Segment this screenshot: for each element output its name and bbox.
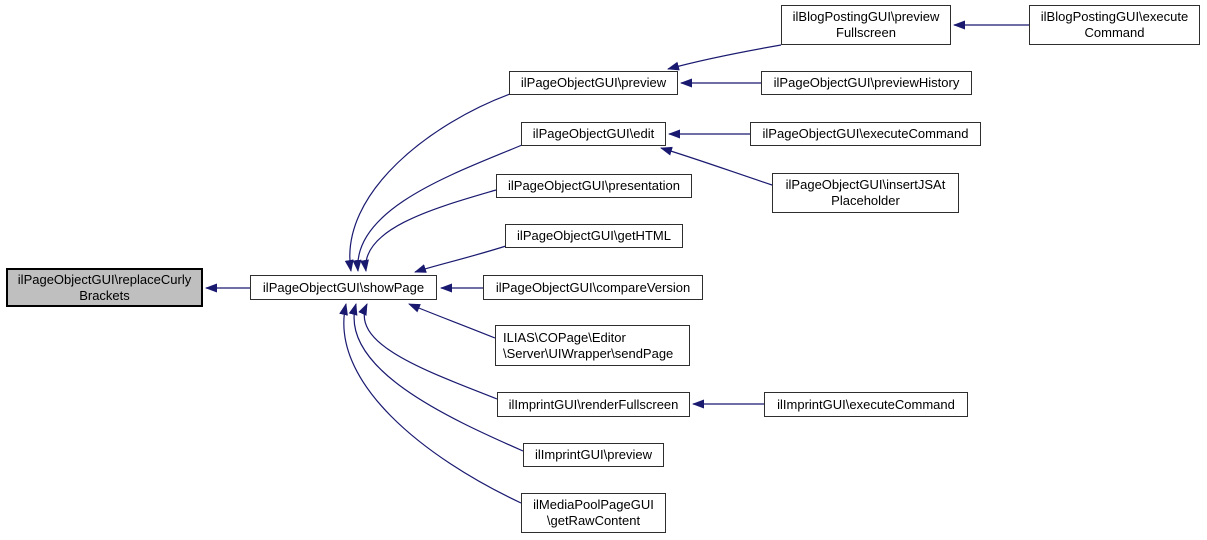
node-label: ilImprintGUI\renderFullscreen: [508, 396, 679, 412]
node-label: ilMediaPoolPageGUI: [533, 497, 654, 512]
node-ilpageobjectgui-preview[interactable]: ilPageObjectGUI\preview: [509, 71, 678, 95]
node-label: ilPageObjectGUI\executeCommand: [762, 126, 969, 141]
node-label: ilPageObjectGUI\preview: [520, 75, 667, 90]
node-ilpageobjectgui-compareversion[interactable]: ilPageObjectGUI\compareVersion: [483, 275, 703, 300]
node-ilpageobjectgui-executecommand[interactable]: ilPageObjectGUI\executeCommand: [750, 122, 981, 146]
node-label: ilPageObjectGUI\getHTML: [517, 228, 671, 243]
node-label: ilPageObjectGUI\edit: [532, 126, 655, 141]
node-label: Placeholder: [831, 193, 900, 208]
node-label: ilPageObjectGUI\compareVersion: [495, 279, 691, 295]
edge-preview-showpage: [344, 93, 511, 272]
node-label: \getRawContent: [546, 513, 641, 528]
edge-gethtml-showpage: [414, 245, 507, 273]
node-ilimprintgui-preview[interactable]: ilImprintGUI\preview: [523, 443, 664, 467]
node-ilblogpostinggui-executecommand[interactable]: ilBlogPostingGUI\execute Command: [1029, 5, 1200, 45]
edge-presentation-showpage: [360, 189, 497, 272]
node-ilpageobjectgui-presentation[interactable]: ilPageObjectGUI\presentation: [496, 174, 692, 198]
node-ilpageobjectgui-gethtml[interactable]: ilPageObjectGUI\getHTML: [505, 224, 683, 248]
node-label: ilImprintGUI\executeCommand: [777, 396, 955, 412]
node-ilpageobjectgui-previewhistory[interactable]: ilPageObjectGUI\previewHistory: [761, 71, 972, 95]
node-label: Brackets: [79, 287, 130, 303]
node-label: ilPageObjectGUI\presentation: [508, 178, 680, 193]
node-label: ILIAS\COPage\Editor: [503, 329, 626, 345]
node-label: \Server\UIWrapper\sendPage: [503, 345, 674, 361]
edge-insertjsatplaceholder-edit: [660, 146, 773, 186]
edge-renderfullscreen-showpage: [358, 303, 498, 400]
edge-edit-showpage: [352, 144, 523, 272]
node-label: ilPageObjectGUI\showPage: [262, 279, 425, 295]
node-ilblogpostinggui-previewfullscreen[interactable]: ilBlogPostingGUI\preview Fullscreen: [781, 5, 951, 45]
node-label: ilPageObjectGUI\replaceCurly: [17, 271, 192, 287]
node-ilimprintgui-renderfullscreen[interactable]: ilImprintGUI\renderFullscreen: [497, 392, 690, 417]
node-ilpageobjectgui-insertjsatplaceholder[interactable]: ilPageObjectGUI\insertJSAt Placeholder: [772, 173, 959, 213]
node-label: ilBlogPostingGUI\execute: [1040, 9, 1189, 24]
edge-blogpreviewfullscreen-preview: [667, 44, 782, 71]
edge-sendpage-showpage: [408, 303, 496, 339]
node-label: ilPageObjectGUI\previewHistory: [773, 75, 960, 90]
node-label: Command: [1084, 25, 1145, 40]
edge-getrawcontent-showpage: [339, 303, 522, 504]
node-ilias-copage-editor-server-uiwrapper-sendpage[interactable]: ILIAS\COPage\Editor \Server\UIWrapper\se…: [495, 325, 690, 366]
node-label: Fullscreen: [836, 25, 896, 40]
edge-imprintpreview-showpage: [348, 303, 524, 452]
node-ilpageobjectgui-edit[interactable]: ilPageObjectGUI\edit: [521, 122, 666, 146]
node-label: ilBlogPostingGUI\preview: [792, 9, 940, 24]
node-label: ilImprintGUI\preview: [534, 447, 653, 462]
node-ilpageobjectgui-showpage[interactable]: ilPageObjectGUI\showPage: [250, 275, 437, 300]
node-ilmediapoolpagegui-getrawcontent[interactable]: ilMediaPoolPageGUI \getRawContent: [521, 493, 666, 533]
node-ilimprintgui-executecommand[interactable]: ilImprintGUI\executeCommand: [764, 392, 968, 417]
node-ilpageobjectgui-replacecurlybrackets: ilPageObjectGUI\replaceCurly Brackets: [6, 268, 203, 307]
node-label: ilPageObjectGUI\insertJSAt: [785, 177, 946, 192]
